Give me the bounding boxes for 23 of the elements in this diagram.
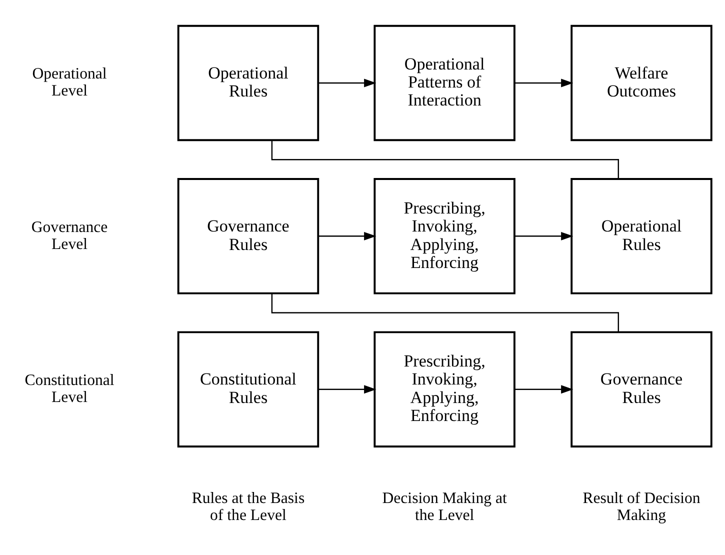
arrow (318, 78, 376, 88)
arrow (318, 385, 376, 394)
node-box: Prescribing, Invoking, Applying, Enforcing (374, 331, 516, 448)
arrow (514, 385, 574, 394)
connector (271, 140, 619, 179)
arrow (318, 232, 376, 240)
node-box: Operational Rules (177, 24, 320, 142)
label: Constitutional Level (24, 372, 114, 406)
node-box: Governance Rules (177, 178, 320, 294)
node-box: Constitutional Rules (177, 331, 320, 448)
arrow (514, 78, 574, 88)
node-box: Prescribing, Invoking, Applying, Enforcing (374, 178, 516, 294)
node-box: Operational Rules (570, 178, 712, 294)
label: Result of Decision Making (582, 490, 700, 524)
arrow (514, 232, 574, 240)
node-box: Operational Patterns of Interaction (374, 24, 516, 142)
label: Decision Making at the Level (382, 490, 507, 524)
label: Governance Level (31, 218, 108, 253)
label: Rules at the Basis of the Level (192, 490, 305, 524)
connector (271, 293, 619, 332)
node-box: Welfare Outcomes (570, 24, 712, 142)
label: Operational Level (32, 66, 107, 100)
node-box: Governance Rules (570, 331, 712, 448)
